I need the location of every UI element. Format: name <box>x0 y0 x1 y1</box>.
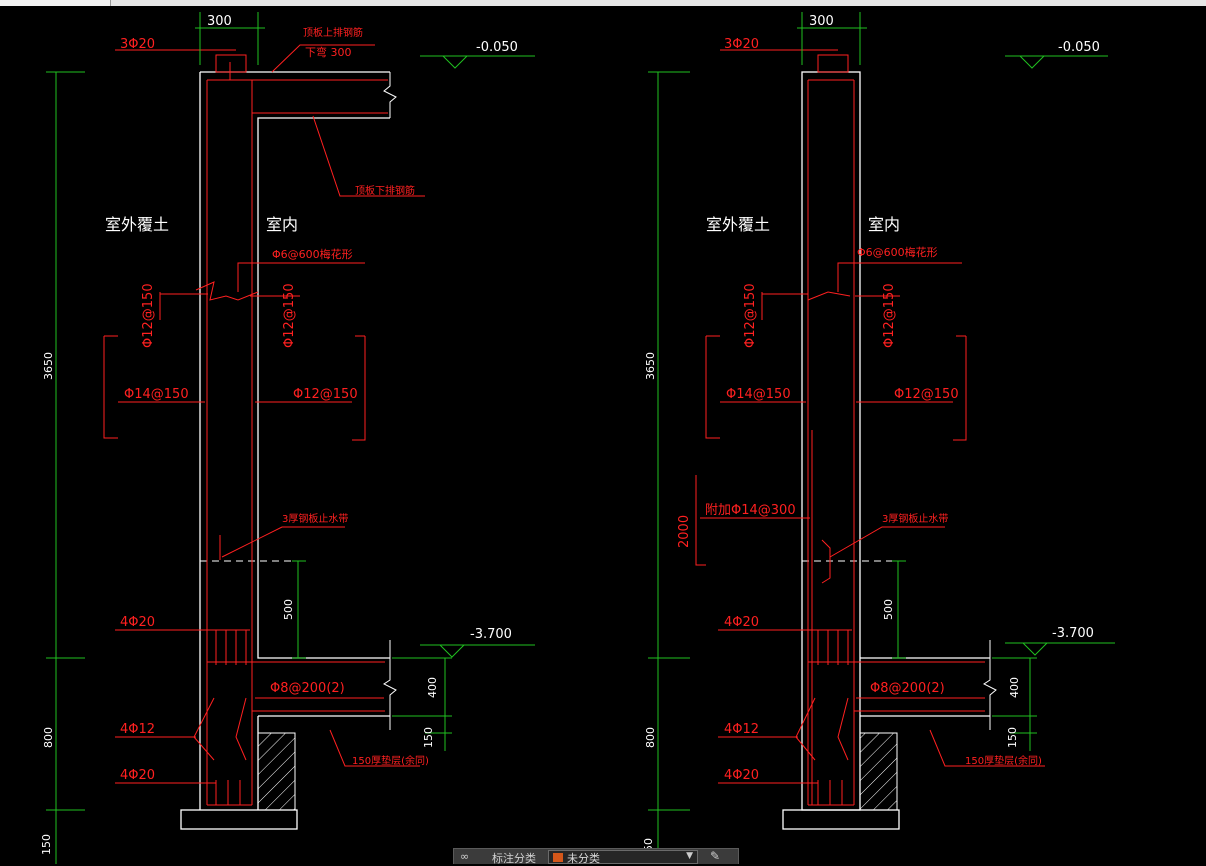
rebar-right <box>795 54 985 806</box>
window-top-strip <box>0 0 1206 6</box>
stirrup-note-r: Φ8@200(2) <box>870 681 945 696</box>
left-horiz-bar: Φ14@150 <box>124 387 189 402</box>
slab-bottom-note: 顶板下排钢筋 <box>355 184 415 197</box>
chevron-down-icon: ▼ <box>686 851 693 861</box>
dim-150: 150 <box>422 727 435 748</box>
bottom-bars-1-r: 4Φ20 <box>724 615 759 630</box>
dimensions-left <box>46 12 535 864</box>
right-horiz-bar-r: Φ12@150 <box>894 387 959 402</box>
dim-400-r: 400 <box>1008 677 1021 698</box>
tie-note: Φ6@600梅花形 <box>272 247 353 261</box>
dim-500-r: 500 <box>882 599 895 620</box>
bottom-bars-2: 4Φ20 <box>120 768 155 783</box>
category-selected-value: 未分类 <box>567 852 600 865</box>
waterstop-note: 3厚钢板止水带 <box>282 512 348 525</box>
dim-150-r: 150 <box>1006 727 1019 748</box>
outside-label: 室外覆土 <box>105 215 169 234</box>
detail-left: 3Φ20 顶板上排钢筋 下弯 300 顶板下排钢筋 Φ6@600梅花形 Φ14@… <box>40 12 535 864</box>
dim-150-bottom: 150 <box>40 834 53 855</box>
break-symbol-right <box>983 640 997 730</box>
elev-top-r: -0.050 <box>1058 40 1100 55</box>
dim-3650-r: 3650 <box>644 352 657 380</box>
elev-bottom-r: -3.700 <box>1052 626 1094 641</box>
dim-800-r: 800 <box>644 727 657 748</box>
elev-top: -0.050 <box>476 40 518 55</box>
dim-800: 800 <box>42 727 55 748</box>
inside-label-r: 室内 <box>868 215 900 234</box>
leaders-right <box>695 49 1045 784</box>
stirrup-note: Φ8@200(2) <box>270 681 345 696</box>
right-horiz-bar: Φ12@150 <box>293 387 358 402</box>
document-tab[interactable] <box>0 0 111 6</box>
wall-outline-right <box>782 71 990 830</box>
leaders-left <box>103 44 425 784</box>
bottom-bars-2-r: 4Φ20 <box>724 768 759 783</box>
hatched-footing-left <box>257 732 296 811</box>
rebar-left <box>193 54 388 806</box>
top-bars-label-r: 3Φ20 <box>724 37 759 52</box>
elev-bottom: -3.700 <box>470 627 512 642</box>
cushion-note-r: 150厚垫层(余同) <box>965 754 1042 767</box>
top-width-dim: 300 <box>207 14 232 29</box>
dim-3650: 3650 <box>42 352 55 380</box>
break-symbol-left <box>383 72 397 730</box>
hatched-footing-right <box>859 732 898 811</box>
dim-500: 500 <box>282 599 295 620</box>
category-color-swatch <box>553 853 563 862</box>
inside-label: 室内 <box>266 215 298 234</box>
outside-label-r: 室外覆土 <box>706 215 770 234</box>
cushion-note: 150厚垫层(余同) <box>352 754 429 767</box>
tie-note-r: Φ6@600梅花形 <box>857 245 938 259</box>
waterstop-note-r: 3厚钢板止水带 <box>882 512 948 525</box>
top-width-dim-r: 300 <box>809 14 834 29</box>
dimensions-right <box>648 12 1115 864</box>
category-dropdown[interactable]: 未分类 ▼ <box>548 850 698 865</box>
edit-icon[interactable]: ✎ <box>710 849 721 863</box>
left-vert-bar: Φ12@150 <box>141 283 156 348</box>
slab-top-note-2: 下弯 300 <box>305 45 352 59</box>
right-vert-bar-r: Φ12@150 <box>882 283 897 348</box>
gripper-icon[interactable]: ∞ <box>460 850 470 863</box>
dim-400: 400 <box>426 677 439 698</box>
dim-2000-r: 2000 <box>677 515 692 548</box>
slab-top-note-1: 顶板上排钢筋 <box>303 26 363 39</box>
side-bars: 4Φ12 <box>120 722 155 737</box>
added-bar-r: 附加Φ14@300 <box>705 503 796 518</box>
annotation-category-label: 标注分类 <box>492 852 536 865</box>
annotation-category-bar: ∞ 标注分类 未分类 ▼ ✎ <box>453 848 739 865</box>
side-bars-r: 4Φ12 <box>724 722 759 737</box>
top-bars-label: 3Φ20 <box>120 37 155 52</box>
left-vert-bar-r: Φ12@150 <box>743 283 758 348</box>
right-vert-bar: Φ12@150 <box>282 283 297 348</box>
bottom-bars-1: 4Φ20 <box>120 615 155 630</box>
detail-right: 3Φ20 Φ6@600梅花形 Φ14@150 Φ12@150 附加Φ14@300… <box>642 12 1115 864</box>
left-horiz-bar-r: Φ14@150 <box>726 387 791 402</box>
